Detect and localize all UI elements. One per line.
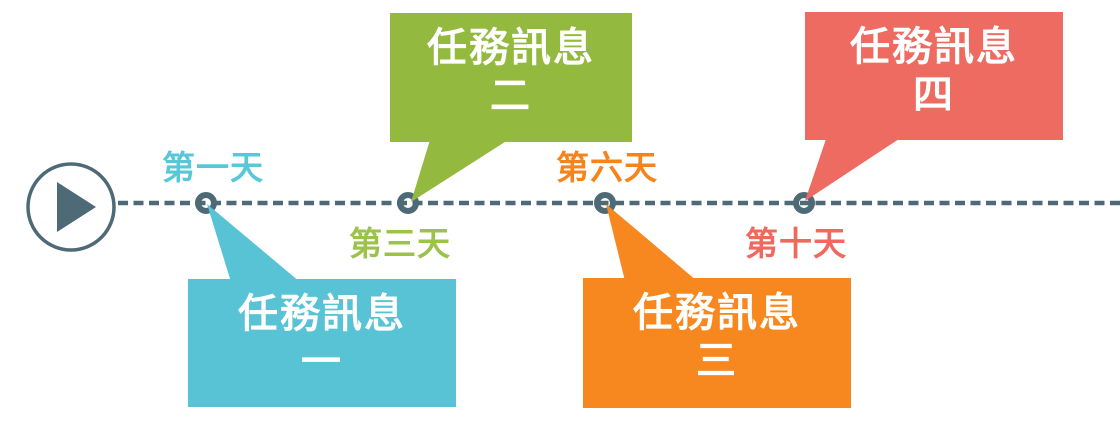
callout-message-line1: 任務訊息 — [633, 291, 801, 335]
day-label-day10: 第十天 — [745, 225, 847, 262]
callout-tail-day1 — [207, 204, 300, 282]
callout-message-line1: 任務訊息 — [427, 26, 595, 70]
callout-message-line1: 任務訊息 — [238, 292, 406, 336]
day-label-day6: 第六天 — [556, 149, 658, 186]
day-label-day3: 第三天 — [349, 225, 451, 262]
play-button[interactable] — [26, 162, 116, 252]
callout-bubble-day3: 任務訊息 二 — [390, 13, 632, 142]
callout-message-line2: 四 — [913, 73, 955, 117]
callout-bubble-day6: 任務訊息 三 — [583, 278, 851, 408]
callout-tail-day3 — [411, 140, 508, 202]
callout-bubble-day1: 任務訊息 一 — [188, 279, 456, 407]
callout-tail-day10 — [805, 139, 899, 201]
play-icon — [57, 182, 96, 232]
callout-message-line1: 任務訊息 — [850, 25, 1018, 69]
callout-message-line2: 三 — [696, 339, 738, 383]
day-label-day1: 第一天 — [162, 149, 264, 186]
callout-message-line2: 一 — [301, 340, 343, 384]
callout-bubble-day10: 任務訊息 四 — [805, 12, 1063, 140]
callout-message-line2: 二 — [490, 74, 532, 118]
callout-tail-day6 — [606, 204, 697, 281]
